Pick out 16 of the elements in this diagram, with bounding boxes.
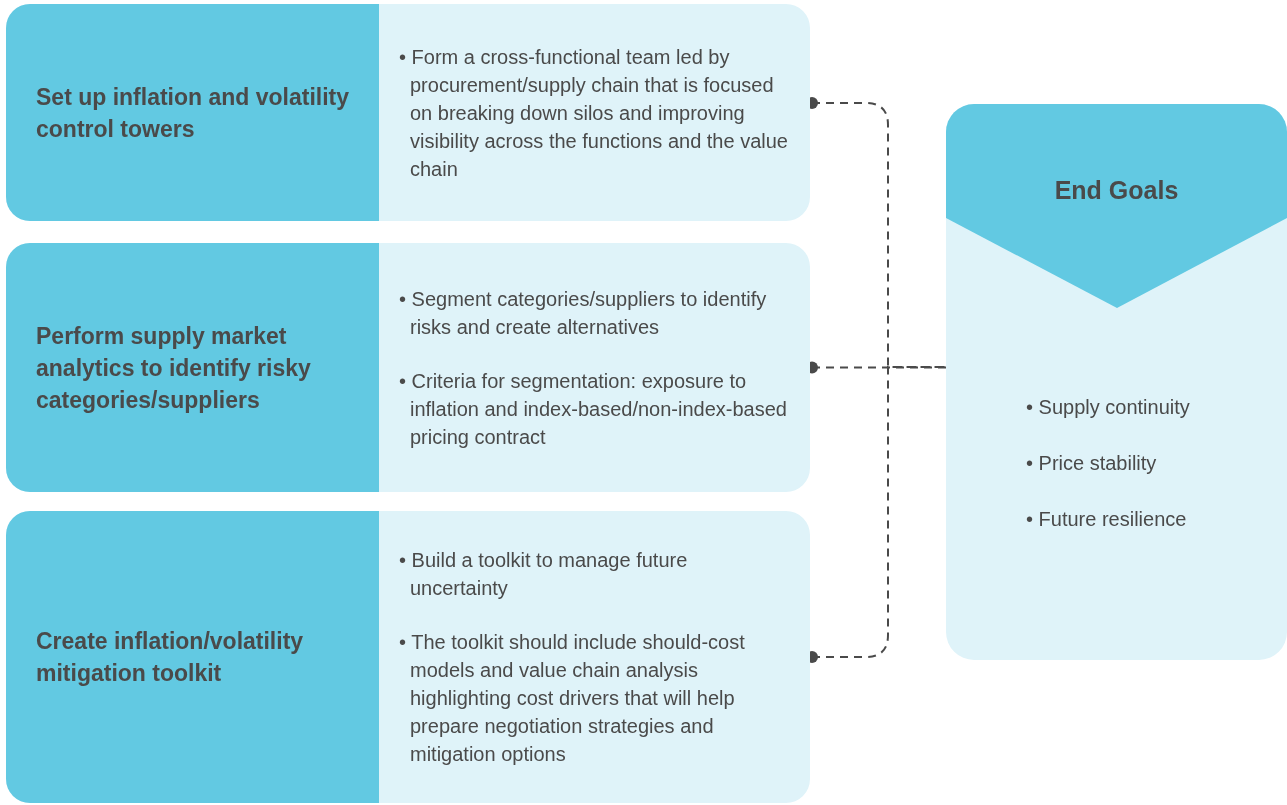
step-card — [6, 4, 810, 221]
bullet-text: • Form a cross-functional team led by procurement/supply chain that is focused on breaking down silos and improving visibility across the functions and the value chain — [399, 44, 789, 182]
goals-heading: End Goals — [1053, 175, 1180, 206]
bullet-text: • Criteria for segmentation: exposure to inflation and index-based/non-index-based pricing contract — [399, 368, 788, 450]
step-heading: Set up inflation and volatility control towers — [36, 82, 351, 144]
bullet-text: • Segment categories/suppliers to identify risks and create alternatives — [399, 286, 768, 340]
goal-item: • Price stability — [1026, 451, 1158, 476]
step-card — [6, 243, 810, 492]
goal-item: • Future resilience — [1026, 507, 1188, 532]
step-heading: Create inflation/volatility mitigation toolkit — [36, 627, 305, 688]
bullet-text: • The toolkit should include should-cost models and value chain analysis highlighting cost drivers that will help prepare negotiation strategies and mitigation options — [399, 630, 746, 767]
step-card — [6, 511, 810, 803]
goals-card — [946, 104, 1287, 660]
goal-item: • Supply continuity — [1026, 395, 1190, 420]
step-heading: Perform supply market analytics to identify risky categories/suppliers — [36, 321, 312, 415]
bullet-text: • Build a toolkit to manage future uncertainty — [399, 548, 689, 601]
